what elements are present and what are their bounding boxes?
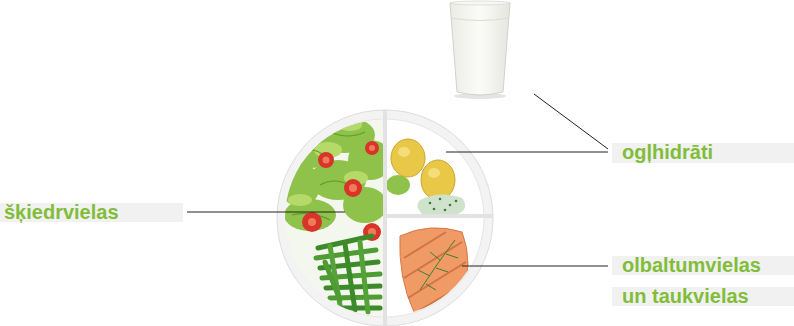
tomato xyxy=(369,145,375,151)
salmon xyxy=(436,268,448,272)
potatoes xyxy=(428,168,440,178)
salmon xyxy=(420,240,455,290)
leader-line xyxy=(187,94,608,266)
nutrient-label: ogļhidrāti xyxy=(622,137,792,168)
salmon xyxy=(404,232,466,310)
green-beans xyxy=(336,306,380,311)
salad xyxy=(292,132,365,220)
tomato xyxy=(308,218,316,226)
potatoes xyxy=(386,175,410,195)
tomato xyxy=(365,141,379,155)
tomato xyxy=(344,179,362,197)
potatoes xyxy=(455,200,458,203)
tomato xyxy=(349,184,357,192)
salmon xyxy=(446,254,458,258)
salmon xyxy=(404,242,462,278)
leader-line xyxy=(187,212,345,213)
leader-line xyxy=(462,266,608,267)
salmon xyxy=(418,240,458,290)
salmon xyxy=(400,228,468,313)
salad xyxy=(280,117,392,231)
green-beans xyxy=(360,242,368,312)
leader-line xyxy=(446,152,608,153)
salmon xyxy=(430,252,440,260)
milk-glass xyxy=(450,3,510,95)
salad xyxy=(338,119,362,131)
potatoes xyxy=(386,139,465,214)
salmon xyxy=(426,284,436,290)
tomato xyxy=(302,141,381,241)
tomato xyxy=(318,152,334,168)
salad xyxy=(330,132,365,136)
nutrient-label: šķiedrvielas xyxy=(4,197,182,228)
salmon xyxy=(408,262,466,298)
salmon xyxy=(418,270,430,276)
salad xyxy=(280,117,392,318)
plate xyxy=(277,110,493,326)
milk-glass xyxy=(450,1,510,5)
tomato xyxy=(323,157,330,164)
potatoes xyxy=(439,198,442,201)
potatoes xyxy=(429,202,432,205)
potatoes xyxy=(429,198,458,212)
potatoes xyxy=(398,147,410,157)
salmon xyxy=(400,228,468,313)
potatoes xyxy=(417,194,465,214)
salmon xyxy=(404,232,446,258)
salmon xyxy=(420,284,464,310)
salad xyxy=(288,194,312,206)
plate xyxy=(277,110,493,326)
milk-glass xyxy=(450,1,510,99)
green-beans xyxy=(325,262,340,300)
potatoes xyxy=(421,160,455,200)
green-beans xyxy=(345,244,355,310)
potatoes xyxy=(449,204,452,207)
potatoes xyxy=(391,139,425,177)
potatoes xyxy=(433,208,436,211)
tomato xyxy=(302,212,322,232)
plate-divider xyxy=(385,214,493,218)
milk-glass xyxy=(451,18,509,21)
potatoes xyxy=(444,209,447,212)
salad xyxy=(288,119,368,206)
leader-line xyxy=(534,94,608,149)
green-beans xyxy=(316,236,380,312)
nutrient-label: olbaltumvielas un taukvielas xyxy=(622,250,784,312)
plate-divider xyxy=(385,110,493,326)
